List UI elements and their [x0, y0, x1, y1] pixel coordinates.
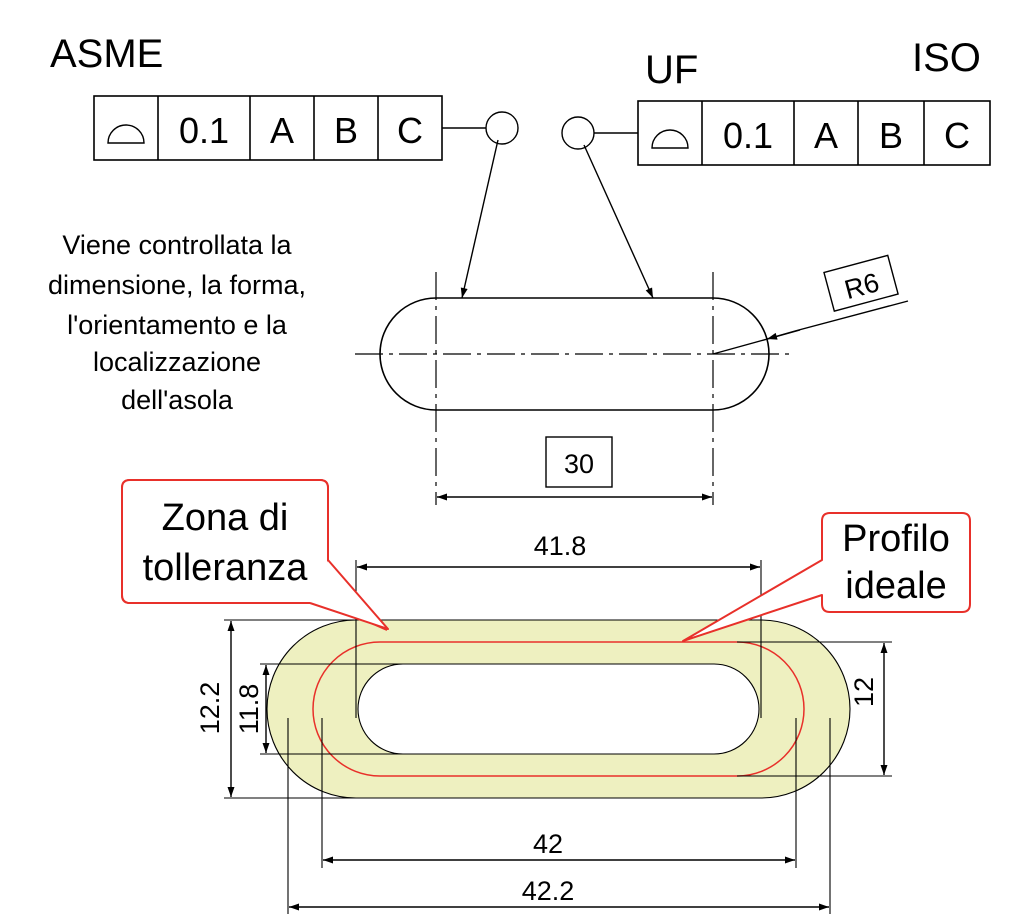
tolerance-zone-view: 41.8 12.2 11.8 12 42 42.2 [195, 531, 892, 914]
asme-label: ASME [50, 32, 163, 76]
uf-label: UF [645, 48, 698, 92]
fcf-asme-datum-a: A [270, 110, 294, 151]
dim-30-frame [545, 436, 613, 488]
dim-30-value: 30 [564, 449, 594, 479]
callout-ideal-profile: Profilo ideale [682, 512, 971, 642]
callout-profile-line-2: ideale [845, 565, 946, 607]
note-line-4: localizzazione [93, 347, 261, 377]
dim-12-2-value: 12.2 [195, 682, 225, 735]
note-line-5: dell'asola [121, 385, 234, 415]
fcf-iso-datum-c: C [944, 115, 970, 156]
profile-of-surface-icon [107, 124, 145, 144]
dim-42-value: 42 [533, 829, 563, 859]
callout-profile-line-1: Profilo [842, 518, 950, 560]
fcf-iso-tolerance: 0.1 [723, 115, 773, 156]
fcf-iso-datum-b: B [879, 115, 903, 156]
iso-leader-arrow [583, 144, 654, 299]
fcf-iso-datum-a: A [814, 115, 838, 156]
dim-11-8-value: 11.8 [234, 684, 264, 735]
slot-top-view: R6 30 [355, 254, 909, 505]
radius-leader-shelf [794, 300, 909, 332]
dim-42-2-value: 42.2 [522, 876, 575, 906]
iso-label: ISO [912, 36, 981, 80]
profile-of-surface-icon [651, 129, 689, 149]
callout-zone-line-2: tolleranza [143, 547, 309, 589]
explanation-note: Viene controllata la dimensione, la form… [48, 230, 306, 415]
note-line-1: Viene controllata la [62, 230, 292, 260]
callout-zone-line-1: Zona di [162, 497, 289, 539]
fcf-asme-leader-circle [485, 111, 519, 145]
radius-frame [823, 254, 899, 312]
dim-41-8-value: 41.8 [534, 531, 587, 561]
fcf-iso: 0.1 A B C [637, 100, 991, 166]
note-line-3: l'orientamento e la [67, 310, 288, 340]
radius-leader-arrow [766, 330, 796, 340]
fcf-asme-datum-c: C [397, 110, 423, 151]
fcf-iso-leader-circle [561, 116, 595, 150]
callout-tolerance-zone: Zona di tolleranza [121, 479, 389, 631]
fcf-asme-datum-b: B [334, 110, 358, 151]
asme-leader-arrow [460, 139, 499, 299]
fcf-asme: 0.1 A B C [93, 95, 443, 161]
note-line-2: dimensione, la forma, [48, 270, 306, 300]
dim-12-value: 12 [849, 677, 879, 707]
fcf-asme-tolerance: 0.1 [179, 110, 229, 151]
